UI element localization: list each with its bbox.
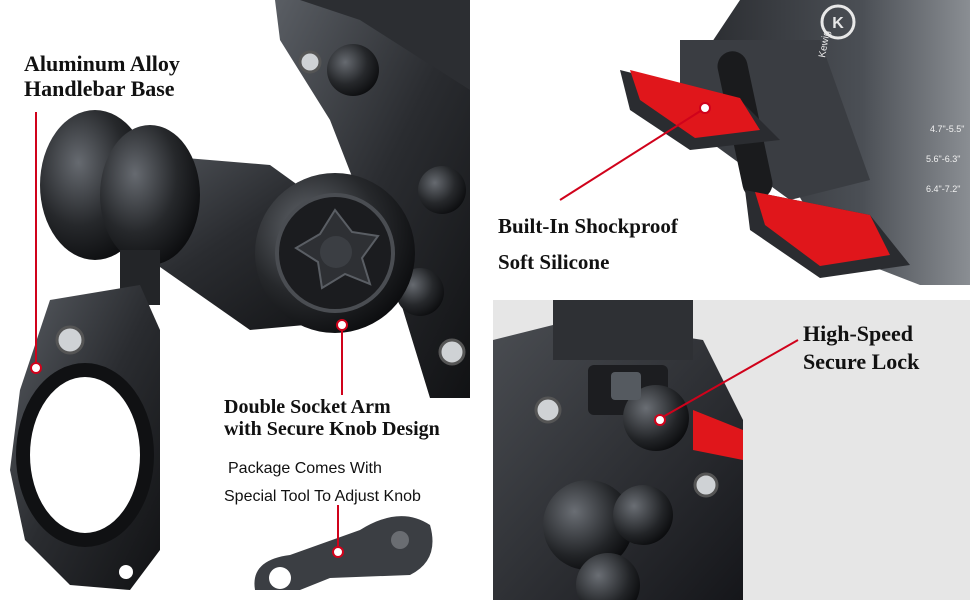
clamp-ring-hole — [23, 370, 147, 540]
secure-lock-line2: Secure Lock — [803, 349, 920, 374]
leader-line-silicone — [559, 109, 703, 201]
svg-text:K: K — [832, 15, 844, 32]
package-note-line2: Special Tool To Adjust Knob — [224, 488, 421, 505]
lock-illustration — [493, 300, 799, 600]
silicone-label: Built-In Shockproof Soft Silicone — [498, 208, 678, 280]
socket-arm-label: Double Socket Arm with Secure Knob Desig… — [224, 396, 440, 441]
socket-arm-line1: Double Socket Arm — [224, 396, 391, 418]
size-mark-1: 4.7"-5.5" — [930, 124, 964, 134]
secure-lock-line1: High-Speed — [803, 321, 914, 346]
brand-name: Kewig — [817, 30, 833, 59]
secure-lock-label: High-Speed Secure Lock — [803, 320, 919, 376]
silicone-line1: Built-In Shockproof — [498, 214, 678, 238]
handlebar-base-line2: Handlebar Base — [24, 75, 175, 101]
size-mark-3: 6.4"-7.2" — [926, 184, 960, 194]
brand-logo-icon — [820, 4, 856, 40]
silicone-detail-panel: K Kewig 4.7"-5.5" 5.6"-6.3" 6.4"-7.2" Bu… — [490, 0, 970, 298]
left-product-panel: Aluminum Alloy Handlebar Base Double Soc… — [10, 0, 470, 590]
package-note: Package Comes With Special Tool To Adjus… — [224, 455, 421, 511]
silicone-line2: Soft Silicone — [498, 250, 610, 274]
leader-line-lock — [660, 339, 799, 419]
screw-top — [298, 50, 322, 74]
secure-lock-panel: High-Speed Secure Lock — [493, 300, 970, 600]
handlebar-base-label: Aluminum Alloy Handlebar Base — [24, 51, 180, 101]
size-mark-2: 5.6"-6.3" — [926, 154, 960, 164]
grip-illustration: K Kewig 4.7"-5.5" 5.6"-6.3" 6.4"-7.2" — [559, 0, 970, 285]
clamp-screw — [55, 325, 85, 355]
package-note-line1: Package Comes With — [228, 460, 382, 477]
upper-silicone-pad — [630, 70, 760, 138]
mount-illustration — [10, 0, 470, 590]
lower-silicone-pad — [755, 192, 890, 266]
socket-arm-line2: with Secure Knob Design — [224, 418, 440, 441]
handlebar-base-line1: Aluminum Alloy — [24, 51, 180, 76]
